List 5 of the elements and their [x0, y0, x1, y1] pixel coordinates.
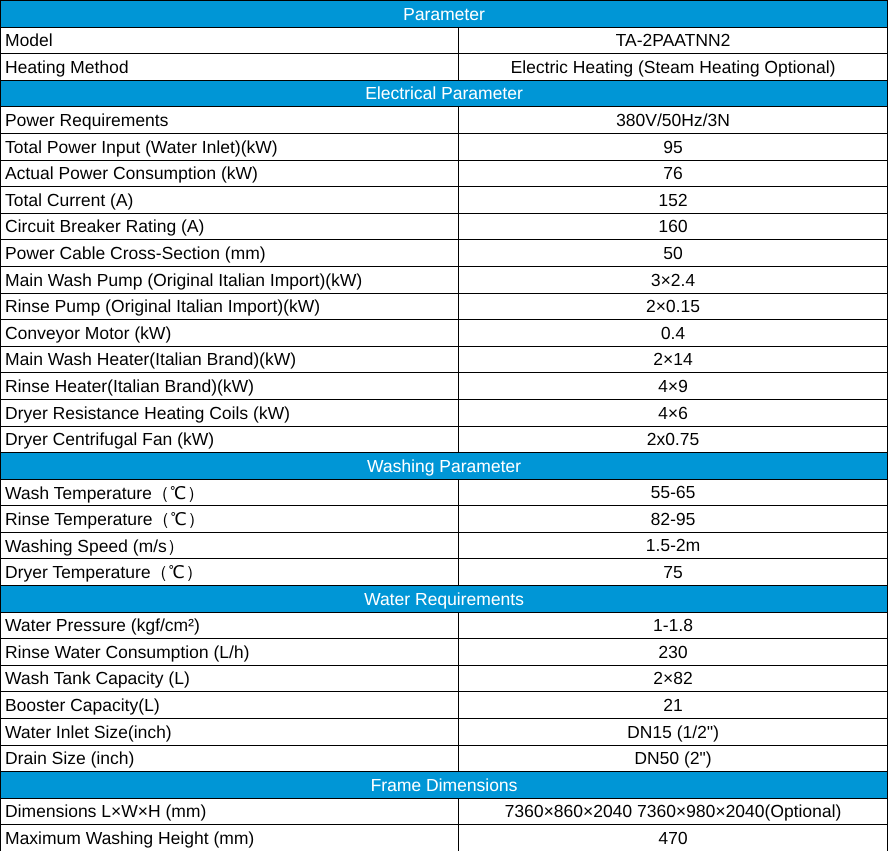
section-header: Electrical Parameter: [0, 80, 888, 107]
section-header: Water Requirements: [0, 585, 888, 613]
section-header: Washing Parameter: [0, 452, 888, 480]
section-header: Frame Dimensions: [0, 771, 888, 799]
section-header: Parameter: [0, 0, 888, 28]
